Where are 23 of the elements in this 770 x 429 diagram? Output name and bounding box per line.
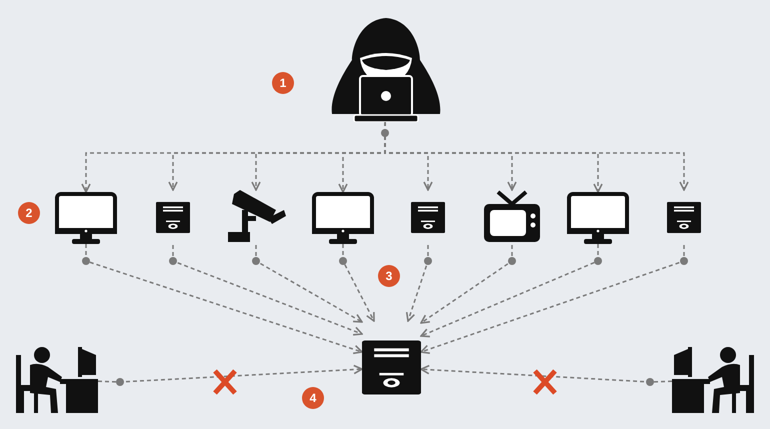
dashed-arrow (255, 245, 363, 323)
dashed-arrow (342, 244, 375, 322)
dashed-arrow (172, 245, 363, 336)
monitor-icon (55, 192, 117, 244)
person-icon (330, 18, 442, 122)
dashed-arrow (384, 122, 689, 191)
callout-number: 4 (302, 387, 324, 409)
dashed-arrow (406, 245, 429, 322)
dashed-arrow (420, 364, 672, 383)
person-icon (16, 347, 98, 413)
dashed-arrow (420, 244, 599, 338)
monitor-icon (312, 192, 374, 244)
callout-number: 3 (378, 265, 400, 287)
dashed-arrow (98, 364, 363, 383)
tv-icon (482, 190, 542, 245)
callout-number: 1 (272, 72, 294, 94)
dashed-arrow (420, 245, 685, 354)
dashed-arrow (85, 244, 363, 354)
monitor-icon (567, 192, 629, 244)
callout-number: 2 (18, 202, 40, 224)
security-camera-icon (226, 190, 286, 245)
person-icon (672, 347, 754, 413)
dashed-arrow (420, 245, 513, 324)
